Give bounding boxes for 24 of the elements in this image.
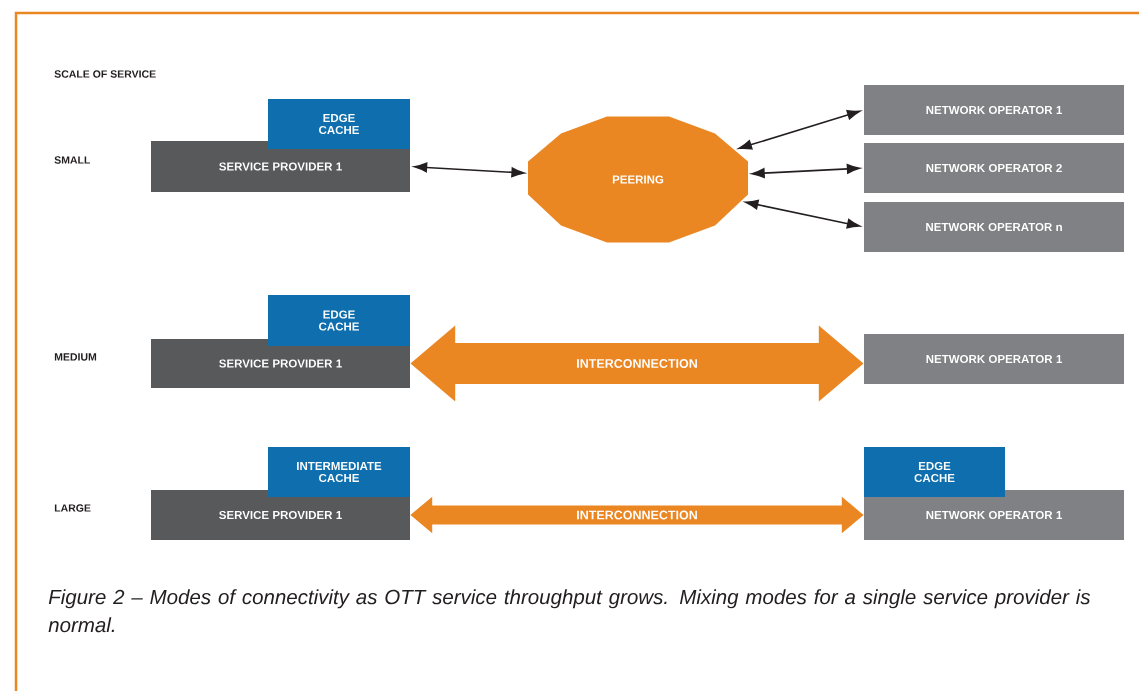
arrow xyxy=(413,162,525,178)
row-label: SMALL xyxy=(54,156,91,164)
cache-box: EDGE CACHE xyxy=(268,295,410,346)
cache-box: INTERMEDIATE CACHE xyxy=(268,447,410,497)
arrow xyxy=(751,163,861,179)
operator-box: NETWORK OPERATOR n xyxy=(864,202,1124,252)
operator-box: NETWORK OPERATOR 1 xyxy=(864,490,1124,540)
provider-box: SERVICE PROVIDER 1 xyxy=(151,339,410,388)
edge-label: INTERCONNECTION xyxy=(575,509,699,521)
provider-box: SERVICE PROVIDER 1 xyxy=(151,141,410,192)
arrow xyxy=(745,199,861,229)
cache-box: EDGE CACHE xyxy=(864,447,1005,497)
edge-label: INTERCONNECTION xyxy=(575,358,699,369)
cache-box: EDGE CACHE xyxy=(268,99,410,149)
peering-polygon: PEERING xyxy=(528,116,748,243)
caption: Figure 2 – Modes of connectivity as OTT service throughput grows. Mixing modes for a single service provider is normal. xyxy=(48,589,1091,633)
row-label: MEDIUM xyxy=(54,353,97,361)
operator-box: NETWORK OPERATOR 2 xyxy=(864,143,1124,193)
provider-box: SERVICE PROVIDER 1 xyxy=(151,490,410,540)
axis-heading: SCALE OF SERVICE xyxy=(54,70,156,78)
operator-box: NETWORK OPERATOR 1 xyxy=(864,85,1124,135)
arrow xyxy=(738,110,861,150)
operator-box: NETWORK OPERATOR 1 xyxy=(864,334,1124,384)
row-label: LARGE xyxy=(54,504,91,512)
